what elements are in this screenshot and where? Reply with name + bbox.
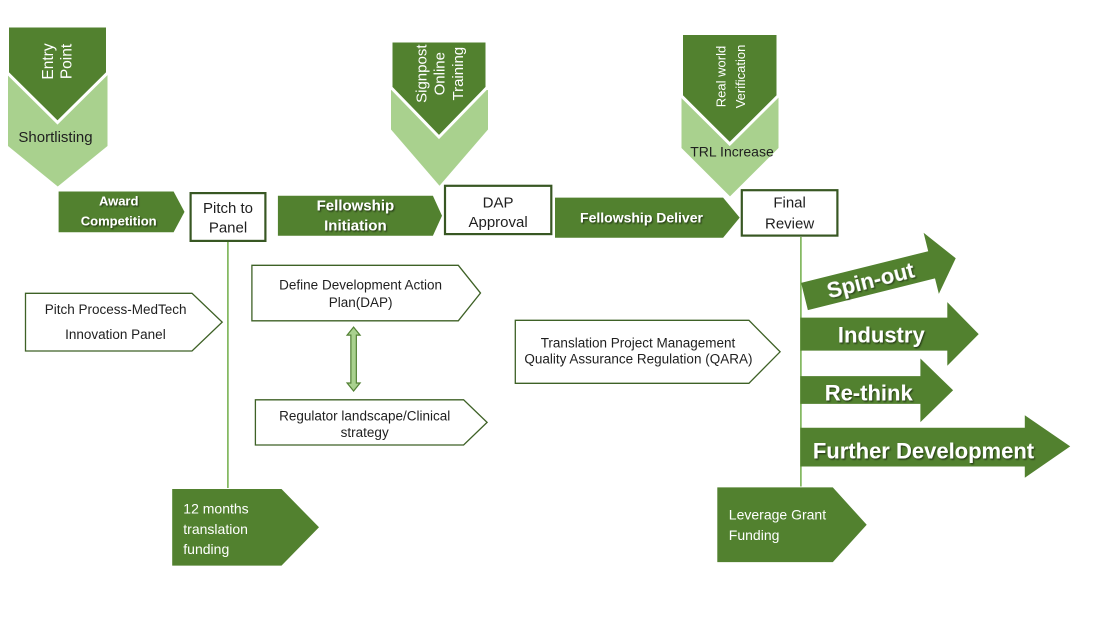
svg-text:Final: Final bbox=[773, 195, 806, 212]
svg-text:Point: Point bbox=[59, 43, 76, 79]
svg-text:Signpost: Signpost bbox=[414, 44, 431, 103]
svg-text:Spin-out: Spin-out bbox=[824, 257, 917, 303]
svg-text:Regulator landscape/Clinical: Regulator landscape/Clinical bbox=[279, 408, 450, 423]
svg-text:Verification: Verification bbox=[733, 45, 748, 109]
svg-text:Re-think: Re-think bbox=[825, 381, 914, 406]
svg-text:Funding: Funding bbox=[729, 527, 780, 543]
svg-text:Translation Project Management: Translation Project Management bbox=[541, 335, 736, 350]
svg-text:Training: Training bbox=[450, 47, 467, 101]
svg-text:Entry: Entry bbox=[40, 43, 57, 79]
svg-text:strategy: strategy bbox=[341, 425, 389, 440]
svg-text:Online: Online bbox=[432, 52, 449, 95]
svg-text:Plan(DAP): Plan(DAP) bbox=[329, 295, 393, 310]
svg-text:Approval: Approval bbox=[468, 214, 527, 231]
svg-text:funding: funding bbox=[183, 541, 229, 557]
svg-text:Quality Assurance Regulation (: Quality Assurance Regulation (QARA) bbox=[524, 352, 752, 367]
svg-text:Innovation Panel: Innovation Panel bbox=[65, 327, 166, 342]
svg-text:Industry: Industry bbox=[838, 323, 926, 348]
svg-text:Real world: Real world bbox=[713, 46, 728, 107]
svg-text:Competition: Competition bbox=[81, 214, 157, 229]
svg-text:Review: Review bbox=[765, 216, 814, 233]
svg-text:Initiation: Initiation bbox=[324, 218, 387, 235]
svg-text:Further Development: Further Development bbox=[813, 438, 1035, 463]
svg-text:Award: Award bbox=[99, 194, 139, 209]
svg-text:translation: translation bbox=[183, 521, 248, 537]
svg-text:Define Development Action: Define Development Action bbox=[279, 277, 442, 292]
svg-text:Panel: Panel bbox=[209, 220, 247, 237]
svg-text:Shortlisting: Shortlisting bbox=[18, 129, 92, 146]
svg-text:12 months: 12 months bbox=[183, 500, 248, 516]
svg-text:Fellowship Deliver: Fellowship Deliver bbox=[580, 209, 703, 225]
svg-text:DAP: DAP bbox=[483, 195, 514, 212]
svg-text:Leverage Grant: Leverage Grant bbox=[729, 507, 826, 523]
svg-text:Fellowship: Fellowship bbox=[317, 198, 395, 215]
svg-text:TRL Increase: TRL Increase bbox=[690, 144, 774, 160]
svg-text:Pitch Process-MedTech: Pitch Process-MedTech bbox=[45, 302, 187, 317]
svg-text:Pitch to: Pitch to bbox=[203, 200, 253, 217]
